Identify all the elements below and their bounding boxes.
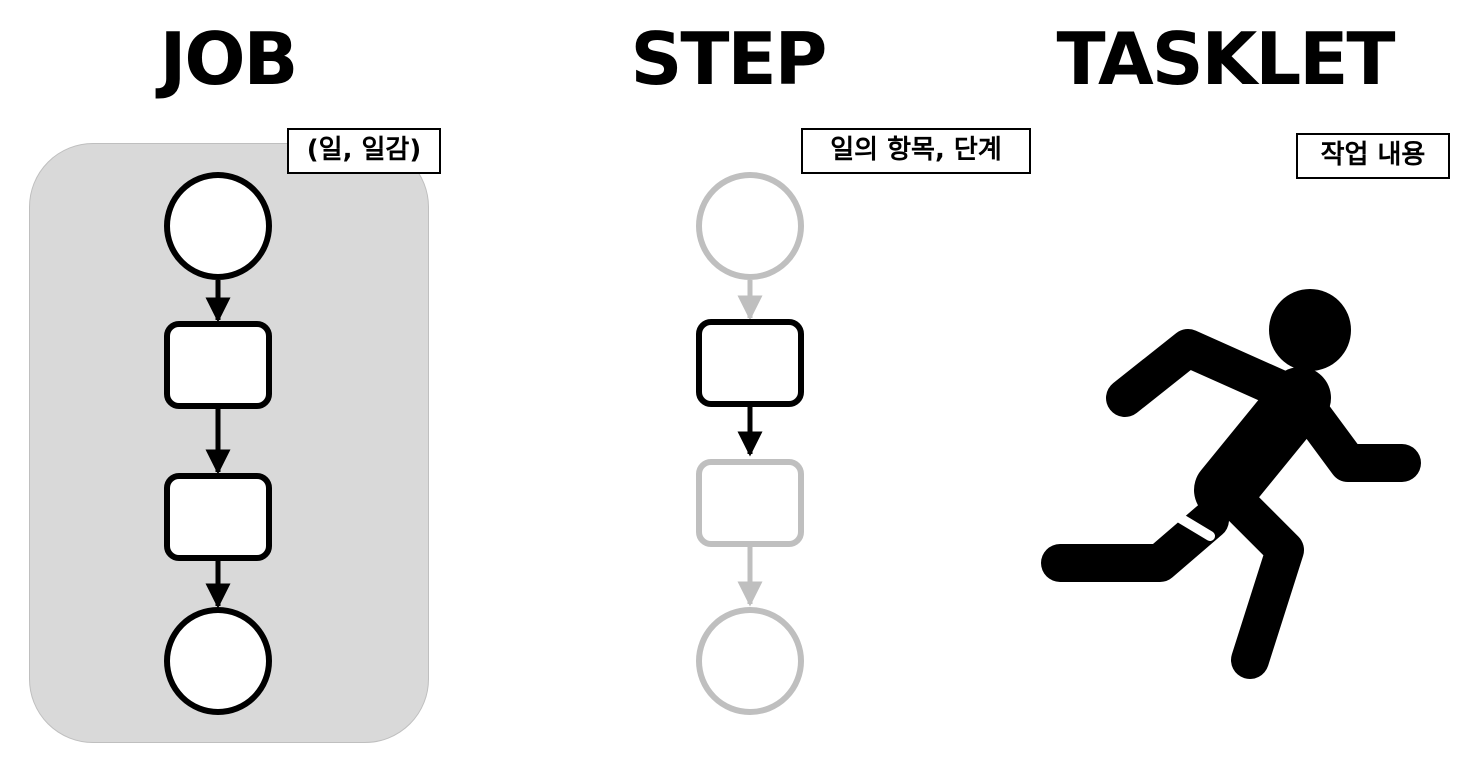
- tasklet-label: 작업 내용: [1296, 133, 1450, 179]
- step-title: STEP: [630, 17, 828, 101]
- job-end-node: [164, 607, 272, 715]
- step-end-node: [696, 607, 804, 715]
- step-label: 일의 항목, 단계: [801, 128, 1031, 174]
- tasklet-title: TASKLET: [1056, 17, 1395, 101]
- running-person-icon: [1041, 289, 1421, 679]
- step-active-node: [696, 319, 804, 407]
- step-inactive-node: [696, 459, 804, 547]
- job-step-node-2: [164, 473, 272, 561]
- step-start-node: [696, 172, 804, 280]
- job-title: JOB: [159, 17, 299, 101]
- job-start-node: [164, 172, 272, 280]
- job-step-node-1: [164, 321, 272, 409]
- job-label: (일, 일감): [287, 128, 441, 174]
